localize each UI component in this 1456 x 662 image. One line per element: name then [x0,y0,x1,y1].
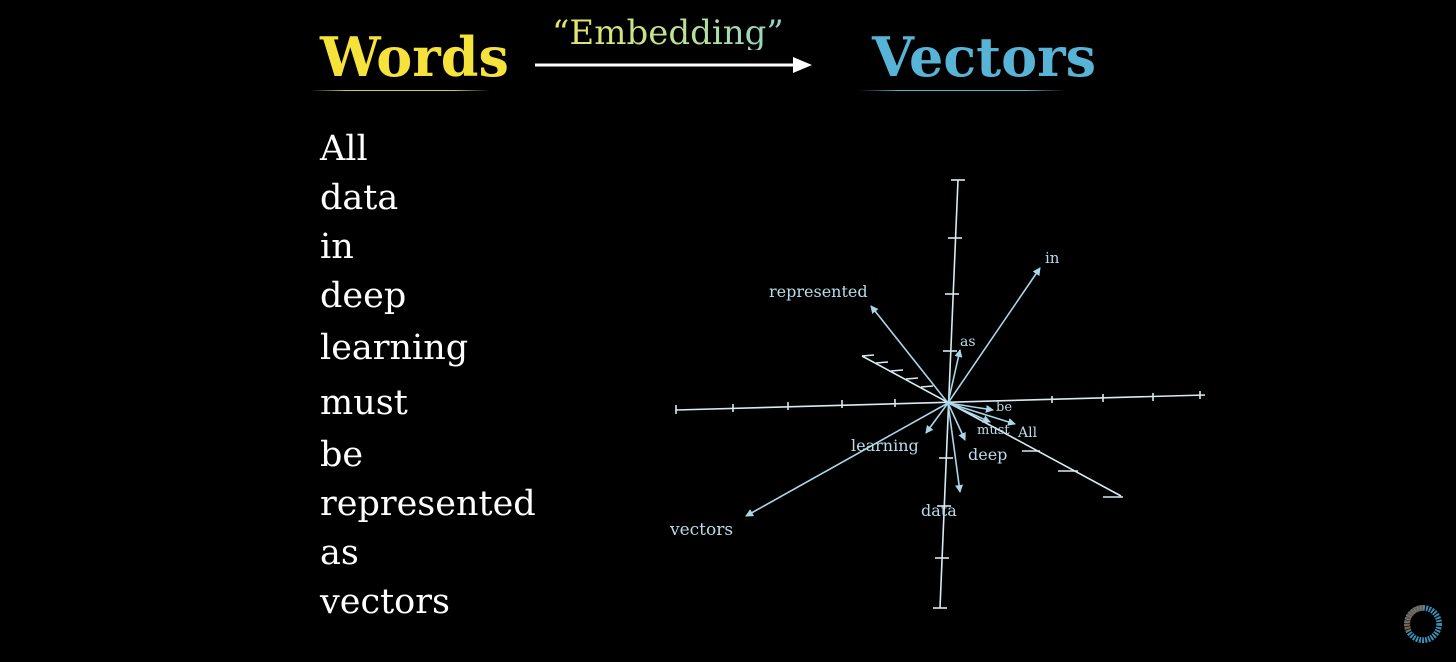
label-be: be [996,400,1012,415]
vectors-underline [858,90,1066,91]
word-item: in [320,227,354,267]
label-vectors: vectors [669,520,733,540]
word-vectors [745,267,1041,517]
label-all: All [1017,425,1038,441]
vector-as [947,349,963,404]
word-item: deep [320,276,407,316]
label-represented: represented [769,282,868,301]
label-data: data [921,501,957,520]
label-as: as [960,334,976,350]
label-must: must [977,423,1010,438]
vector-in [947,267,1041,404]
words-underline [310,90,490,91]
depth-axis [861,355,1122,497]
word-item: represented [320,484,536,524]
word-item: must [320,383,408,423]
word-item: as [320,533,359,573]
vector-represented [870,305,949,404]
axes [675,179,1206,609]
vector-must [947,402,991,423]
vector-labels: in represented as be must All learning d… [669,249,1060,540]
vector-deep [947,402,966,441]
vector-all [947,402,1016,426]
vector-data [947,402,964,493]
horizontal-axis [675,394,1206,411]
vectors-title: Vectors [872,25,1096,89]
word-item: data [320,178,399,218]
embedding-label: “Embedding” [552,13,784,53]
vector-learning [925,402,949,434]
word-item: All [320,129,368,169]
label-deep: deep [968,445,1007,464]
label-in: in [1045,249,1060,267]
word-list: All data in deep learning must be repres… [320,125,536,627]
vector-vectors [745,402,949,517]
vector-be [947,402,994,413]
word-item: be [320,435,364,475]
label-learning: learning [851,436,919,455]
embedding-arrow [535,57,812,73]
word-item: vectors [320,582,450,622]
3blue1brown-pi-logo-icon [1404,605,1442,643]
vertical-axis [939,179,959,609]
word-item: learning [320,328,469,368]
words-title: Words [320,25,509,89]
